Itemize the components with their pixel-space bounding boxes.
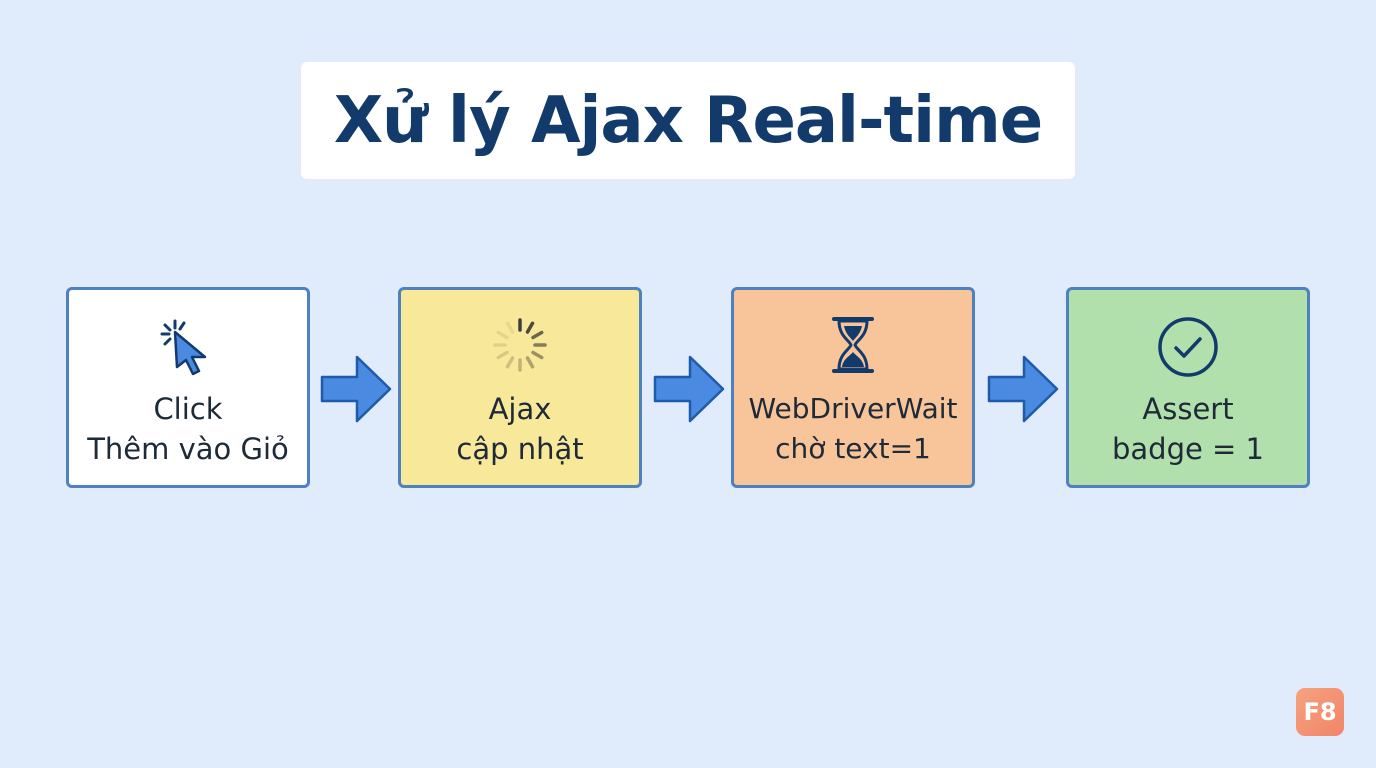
arrow-right-icon — [653, 355, 725, 423]
step-label-line1: Click — [153, 392, 223, 426]
step-label-line2: Thêm vào Giỏ — [87, 432, 289, 466]
step-label: Ajax cập nhật — [401, 389, 639, 469]
arrow-right-icon — [320, 355, 392, 423]
step-click: Click Thêm vào Giỏ — [66, 287, 310, 488]
loading-spinner-icon — [401, 312, 639, 378]
step-label-line2: chờ text=1 — [775, 432, 931, 465]
f8-logo: F8 — [1296, 688, 1344, 736]
step-label: Click Thêm vào Giỏ — [69, 389, 307, 469]
step-assert: Assert badge = 1 — [1066, 287, 1310, 488]
step-label-line1: Assert — [1142, 392, 1234, 426]
step-label-line2: badge = 1 — [1111, 432, 1265, 466]
arrow-right-icon — [987, 355, 1059, 423]
step-webdriverwait: WebDriverWait chờ text=1 — [731, 287, 975, 488]
cursor-click-icon — [69, 312, 307, 378]
step-label: Assert badge = 1 — [1069, 389, 1307, 469]
page-title: Xử lý Ajax Real-time — [333, 83, 1043, 158]
step-ajax: Ajax cập nhật — [398, 287, 642, 488]
check-circle-icon — [1069, 312, 1307, 378]
step-label-line1: WebDriverWait — [748, 392, 958, 425]
step-label: WebDriverWait chờ text=1 — [734, 389, 972, 469]
title-box: Xử lý Ajax Real-time — [301, 62, 1075, 179]
step-label-line2: cập nhật — [456, 432, 584, 466]
step-label-line1: Ajax — [488, 392, 552, 426]
hourglass-icon — [734, 312, 972, 378]
